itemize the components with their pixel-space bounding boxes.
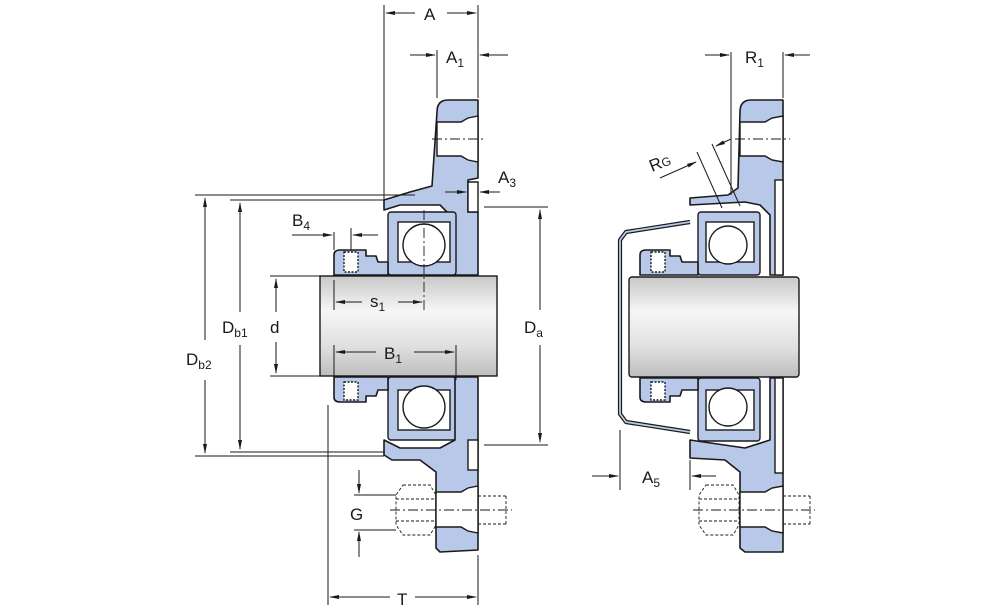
set-screw-upper-right xyxy=(650,251,666,273)
bolt-hole-lower xyxy=(435,485,479,534)
bolt-right xyxy=(693,484,815,536)
label-Db2: Db2 xyxy=(186,350,212,372)
flange-slot-upper-right xyxy=(774,179,784,276)
right-view xyxy=(592,52,815,553)
label-Db1: Db1 xyxy=(222,318,248,340)
collar-upper xyxy=(333,249,389,276)
label-A3: A3 xyxy=(498,168,516,190)
label-RG: RG xyxy=(646,150,673,176)
label-d: d xyxy=(270,318,279,337)
label-A5: A5 xyxy=(642,468,660,490)
label-B4: B4 xyxy=(292,211,310,233)
ball-lower xyxy=(402,385,446,429)
bolt-hole-lower-right xyxy=(739,485,784,534)
collar-lower xyxy=(333,376,389,403)
label-s1: s1 xyxy=(370,292,386,314)
label-A1: A1 xyxy=(446,48,464,70)
label-T: T xyxy=(397,590,407,609)
label-Da: Da xyxy=(524,318,543,340)
label-R1: R1 xyxy=(745,48,764,70)
label-B1: B1 xyxy=(384,344,402,366)
dimension-labels: A A1 A3 B4 s1 B1 d Db1 Db2 Da G T R1 RG … xyxy=(186,5,764,609)
flange-slot-lower-right xyxy=(774,377,784,474)
flange-step-upper xyxy=(467,181,479,213)
collar-lower-right xyxy=(639,377,699,403)
set-screw-lower xyxy=(343,381,359,401)
set-screw-upper xyxy=(343,251,359,273)
bolt-left xyxy=(390,484,512,536)
shaft-left xyxy=(319,275,498,377)
flange-step-lower xyxy=(467,439,479,471)
set-screw-lower-right xyxy=(650,381,666,401)
ball-upper-right xyxy=(708,225,748,265)
collar-upper-right xyxy=(639,249,699,276)
label-A: A xyxy=(424,5,436,24)
left-view xyxy=(195,5,548,605)
label-G: G xyxy=(350,505,363,524)
shaft-right xyxy=(628,276,800,378)
end-cover xyxy=(617,219,691,435)
ball-lower-right xyxy=(708,387,748,427)
